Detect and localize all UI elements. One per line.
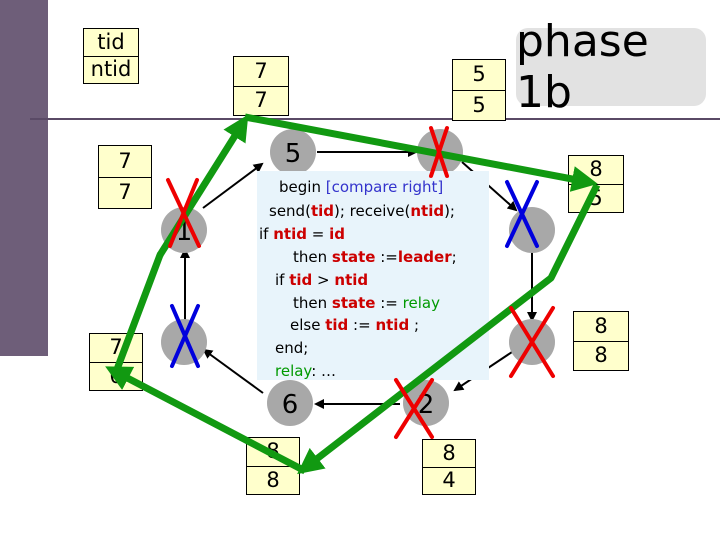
legend-box: tid ntid [83,28,139,84]
tid-value: 7 [118,148,132,173]
node-label: 5 [285,139,302,169]
cross-mark-icon [166,178,201,248]
code-line: else tid := ntid ; [290,316,420,334]
cross-mark-icon [170,304,200,368]
code-line: relay: … [275,362,337,380]
node-label: 6 [282,390,299,420]
value-box-bottom-right: 8 4 [422,439,476,495]
tid-value: 7 [254,58,268,83]
ring-node [270,129,316,175]
tid-value: 8 [442,440,456,465]
cross-mark-icon [509,306,555,378]
header-divider [30,118,720,120]
code-line: begin [compare right] [279,178,444,196]
cross-mark-icon [505,180,539,248]
ring-edge-arrow [202,348,264,394]
ntid-value: 7 [234,85,288,116]
ntid-value: 4 [423,466,475,495]
code-line: send(tid); receive(ntid); [269,202,455,220]
value-box-top-left: 7 7 [233,56,289,116]
relay-path-arrow [297,183,601,475]
ring-node [403,380,449,426]
ntid-value: 8 [574,340,628,371]
relay-path-line [112,251,164,376]
code-line: end; [275,339,309,357]
legend-ntid-label: ntid [84,55,138,84]
legend-tid-label: tid [97,29,125,54]
value-box-left-upper: 7 7 [98,145,152,209]
ntid-value: 8 [247,465,299,495]
value-box-right-lower: 8 8 [573,311,629,371]
ring-edge-arrow [461,161,518,212]
ring-edge-arrow [202,162,264,209]
code-panel: begin [compare right] send(tid); receive… [257,171,489,380]
tid-value: 8 [594,313,608,338]
ntid-value: 7 [99,176,151,209]
relay-path-arrow [244,113,598,192]
code-line: then state := relay [293,294,440,312]
tid-value: 5 [472,62,486,87]
tid-value: 7 [109,335,123,360]
code-line: if ntid = id [259,225,345,243]
code-line: if tid > ntid [275,271,369,289]
code-line: then state :=leader; [293,248,457,266]
relay-path-arrow [105,366,307,475]
left-accent-bar [0,0,48,356]
ring-node [267,380,313,426]
ntid-value: 5 [453,89,505,121]
value-box-top-right: 5 5 [452,59,506,121]
cross-mark-icon [429,126,449,178]
cross-mark-icon [394,378,434,439]
